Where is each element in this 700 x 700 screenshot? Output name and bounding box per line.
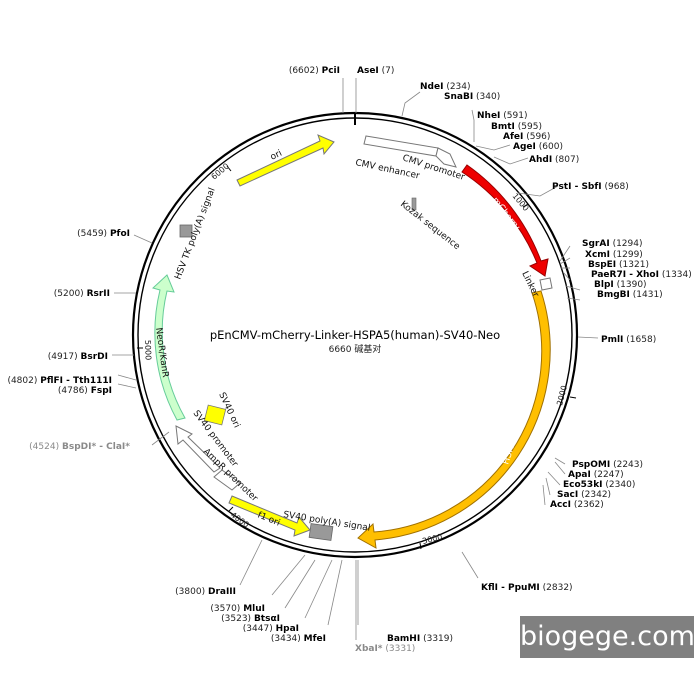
site-bamhi[interactable]: BamHI (3319) xyxy=(387,634,453,644)
linker-marker[interactable] xyxy=(539,277,553,291)
site-btsai[interactable]: (3523) BtsαI xyxy=(221,614,280,624)
tick-4000: 4000 xyxy=(229,510,251,529)
site-bmti[interactable]: BmtI (595) xyxy=(491,122,542,132)
site-mfei[interactable]: (3434) MfeI xyxy=(271,634,326,644)
site-sgrai[interactable]: SgrAI (1294) xyxy=(582,239,643,249)
site-xcmi[interactable]: XcmI (1299) xyxy=(585,250,643,260)
site-afei[interactable]: AfeI (596) xyxy=(503,132,550,142)
site-pcii[interactable]: (6602) PciI xyxy=(289,66,340,76)
sv40-promoter-arrow[interactable] xyxy=(175,425,221,473)
mcherry-arrow[interactable] xyxy=(461,164,549,277)
site-psti-sbfi[interactable]: PstI - SbfI (968) xyxy=(552,182,629,192)
hsv-tk-polya-marker[interactable] xyxy=(179,224,193,238)
site-hpai[interactable]: (3447) HpaI xyxy=(243,624,299,634)
cmv-enhancer-arrow[interactable] xyxy=(363,135,439,157)
site-mlui[interactable]: (3570) MluI xyxy=(210,604,265,614)
site-acci[interactable]: AccI (2362) xyxy=(550,500,604,510)
tick-5000: 5000 xyxy=(143,340,153,361)
neor-kanr-arrow[interactable] xyxy=(152,274,186,421)
site-nhei[interactable]: NheI (591) xyxy=(477,111,527,121)
site-bspei[interactable]: BspEI (1321) xyxy=(588,260,649,270)
linker-label: Linker xyxy=(519,270,540,299)
site-eco53ki[interactable]: Eco53kI (2340) xyxy=(563,480,635,490)
f1-ori-arrow[interactable] xyxy=(228,495,311,537)
site-leaders xyxy=(112,78,599,640)
plasmid-size: 6660 碱基对 xyxy=(329,343,382,355)
site-snabi[interactable]: SnaBI (340) xyxy=(444,92,500,102)
site-pfoi[interactable]: (5459) PfoI xyxy=(77,229,130,239)
site-pflfi-tth111i[interactable]: (4802) PflFI - Tth111I xyxy=(7,376,112,386)
f1-ori-label: f1 ori xyxy=(256,511,282,529)
site-asei[interactable]: AseI (7) xyxy=(357,66,394,76)
site-bsrdi[interactable]: (4917) BsrDI xyxy=(48,352,108,362)
watermark-logo: biogege.com xyxy=(520,616,695,658)
site-fspi[interactable]: (4786) FspI xyxy=(58,386,112,396)
plasmid-name: pEnCMV-mCherry-Linker-HSPA5(human)-SV40-… xyxy=(210,328,500,342)
site-xbai[interactable]: XbaI* (3331) xyxy=(355,644,415,654)
site-apai[interactable]: ApaI (2247) xyxy=(568,470,624,480)
site-ndei[interactable]: NdeI (234) xyxy=(420,82,471,92)
site-draiii[interactable]: (3800) DraIII xyxy=(175,587,236,597)
site-bspdi-clai[interactable]: (4524) BspDI* - ClaI* xyxy=(29,442,130,452)
ampr-promoter-arrow[interactable] xyxy=(213,469,241,491)
site-paer7i-xhoi[interactable]: PaeR7I - XhoI (1334) xyxy=(591,270,692,280)
site-saci[interactable]: SacI (2342) xyxy=(557,490,611,500)
kozak-marker[interactable] xyxy=(411,197,417,211)
site-pmli[interactable]: PmlI (1658) xyxy=(601,335,656,345)
site-rsrii[interactable]: (5200) RsrII xyxy=(54,289,110,299)
site-kfli-ppumi[interactable]: KflI - PpuMI (2832) xyxy=(481,583,573,593)
cmv-promoter-arrow[interactable] xyxy=(435,147,457,168)
site-bmgbi[interactable]: BmgBI (1431) xyxy=(597,290,663,300)
site-ahdi[interactable]: AhdI (807) xyxy=(529,155,579,165)
ori-label: ori xyxy=(269,149,284,163)
ori-arrow[interactable] xyxy=(236,134,335,187)
site-blpi[interactable]: BlpI (1390) xyxy=(594,280,647,290)
site-agei[interactable]: AgeI (600) xyxy=(513,142,563,152)
sv40-ori-marker[interactable] xyxy=(203,404,227,426)
kozak-label: Kozak sequence xyxy=(398,199,462,252)
site-pspomi[interactable]: PspOMI (2243) xyxy=(572,460,643,470)
ruler-ticks xyxy=(137,165,577,550)
hspa5-arrow[interactable] xyxy=(357,290,551,549)
